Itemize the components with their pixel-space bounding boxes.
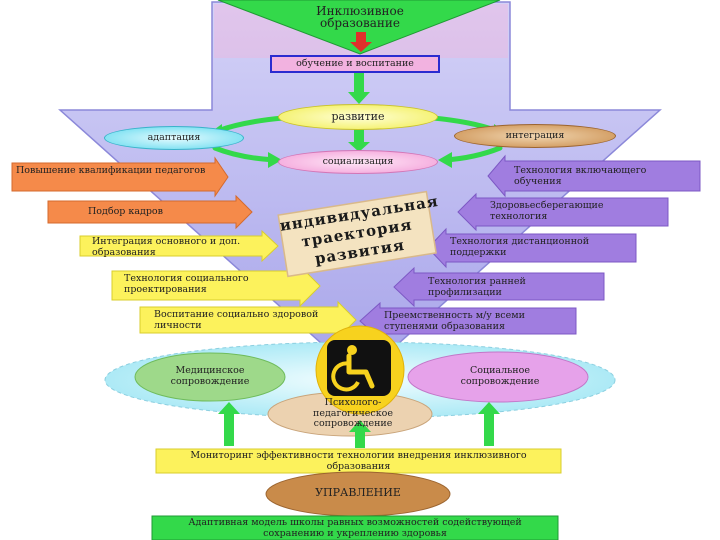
psych-label: Психолого-педагогическое сопровождение [313,397,393,429]
monitoring-label: Мониторинг эффективности технологии внед… [190,450,527,472]
left-item-1: Повышение квалификации педагогов [16,165,206,176]
center-card-bg [277,190,437,278]
bottom-banner [151,515,559,540]
integraciya-pill: интеграция [454,124,616,148]
left-item-5: Воспитание социально здоровой личности [154,309,319,331]
right-item-1: Технология включающего обучения [514,165,647,187]
medical-ellipse [134,352,286,402]
obuchenie-label: обучение и воспитание [296,58,414,69]
integraciya-label: интеграция [505,130,565,141]
medical-label: Медицинское сопровождение [170,365,250,387]
right-item-3: Технология дистанционной поддержки [450,236,590,258]
right-item-5: Преемственность м/у всеми ступенями обра… [384,310,525,332]
right-item-2: Здоровьесберегающие технология [490,200,604,222]
right-item-4: Технология ранней профилизации [428,276,526,298]
socializaciya-label: социализация [322,156,394,167]
socializaciya-pill: социализация [278,150,438,174]
left-arrows [11,156,357,340]
left-item-4: Технология социального проектирования [124,273,249,295]
wheelchair-icon [331,345,375,392]
obuchenie-box: обучение и воспитание [270,55,440,73]
bottom-banner-label: Адаптивная модель школы равных возможнос… [188,517,522,539]
adaptaciya-label: адаптация [147,132,201,143]
page-title: Инклюзивное образование [316,4,404,30]
management-label: УПРАВЛЕНИЕ [315,486,401,499]
right-arrows [359,154,701,341]
top-green-triangle [217,0,501,55]
social-label: Социальное сопровождение [460,365,540,387]
social-ellipse [407,351,589,403]
razvitie-label: развитие [331,110,385,123]
red-arrow [350,32,372,52]
left-item-2: Подбор кадров [88,206,163,217]
adaptaciya-pill: адаптация [104,126,244,150]
razvitie-pill: развитие [278,104,438,130]
left-item-3: Интеграция основного и доп. образования [92,236,241,258]
